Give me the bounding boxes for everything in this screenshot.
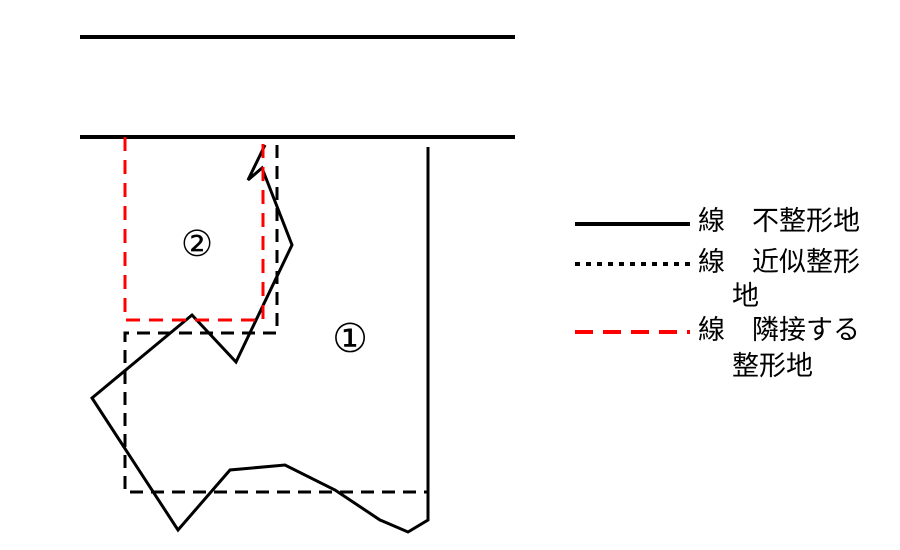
legend-dotted-label-cont: 地 <box>732 281 759 312</box>
legend-solid-label: 線 不整形地 <box>698 206 860 237</box>
parcel-1-label: ① <box>332 316 368 362</box>
approximate-rectangle-outline <box>123 145 430 494</box>
legend-dotted-label: 線 近似整形 <box>698 247 860 278</box>
legend-red-label-cont: 整形地 <box>732 351 813 382</box>
irregular-parcel-outline <box>90 144 430 534</box>
parcel-2-label: ② <box>181 224 213 265</box>
legend-red-label: 線 隣接する <box>698 315 860 346</box>
